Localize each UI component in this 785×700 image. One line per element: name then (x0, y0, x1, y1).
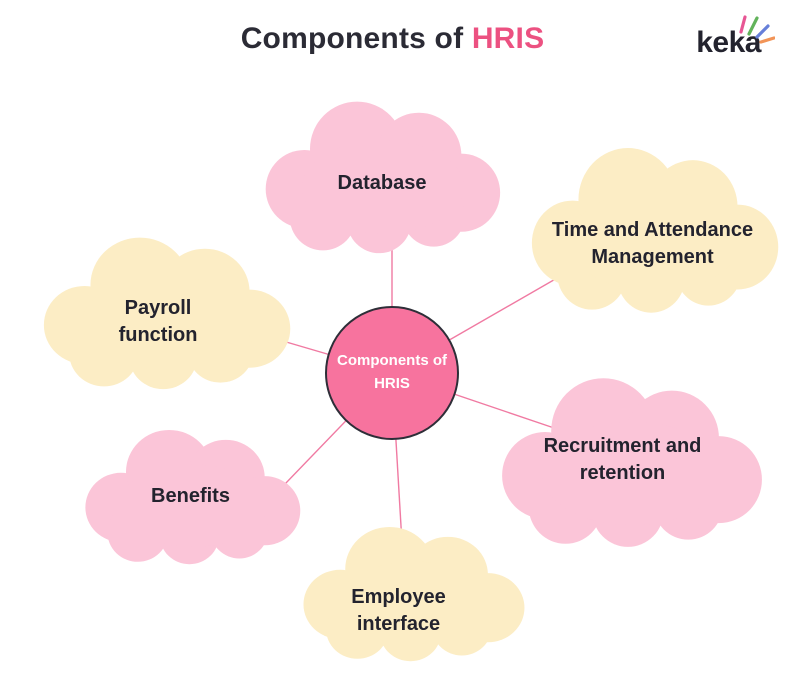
page-title-prefix: Components of (240, 22, 472, 55)
label-database: Database (302, 170, 462, 197)
label-employee-interface-line1: Employee (351, 586, 446, 608)
label-benefits: Benefits (108, 483, 273, 510)
keka-sparks-icon (739, 15, 775, 44)
label-employee-interface: Employee interface (306, 584, 491, 638)
label-payroll-line1: Payroll (124, 297, 192, 319)
label-time-attendance: Time and Attendance Management (535, 217, 770, 271)
label-recruitment-line1: Recruitment and (543, 435, 702, 457)
center-node-label: Components of HRIS (324, 349, 460, 395)
label-payroll-line2: function (118, 324, 198, 346)
label-employee-interface-line2: interface (356, 613, 441, 635)
label-time-attendance-line1: Time and Attendance (551, 219, 754, 241)
center-node-line1: Components of (337, 352, 447, 369)
center-circle (325, 306, 459, 440)
label-database-line1: Database (337, 172, 427, 194)
label-benefits-line1: Benefits (151, 485, 230, 507)
page-title: Components of HRIS (0, 22, 785, 56)
label-payroll: Payroll function (68, 295, 248, 349)
label-time-attendance-line2: Management (591, 246, 714, 268)
center-node-line2: HRIS (374, 375, 410, 392)
label-recruitment: Recruitment and retention (510, 433, 735, 487)
page-title-highlight: HRIS (471, 22, 545, 55)
keka-logo: keka (696, 15, 775, 60)
label-recruitment-line2: retention (579, 462, 666, 484)
